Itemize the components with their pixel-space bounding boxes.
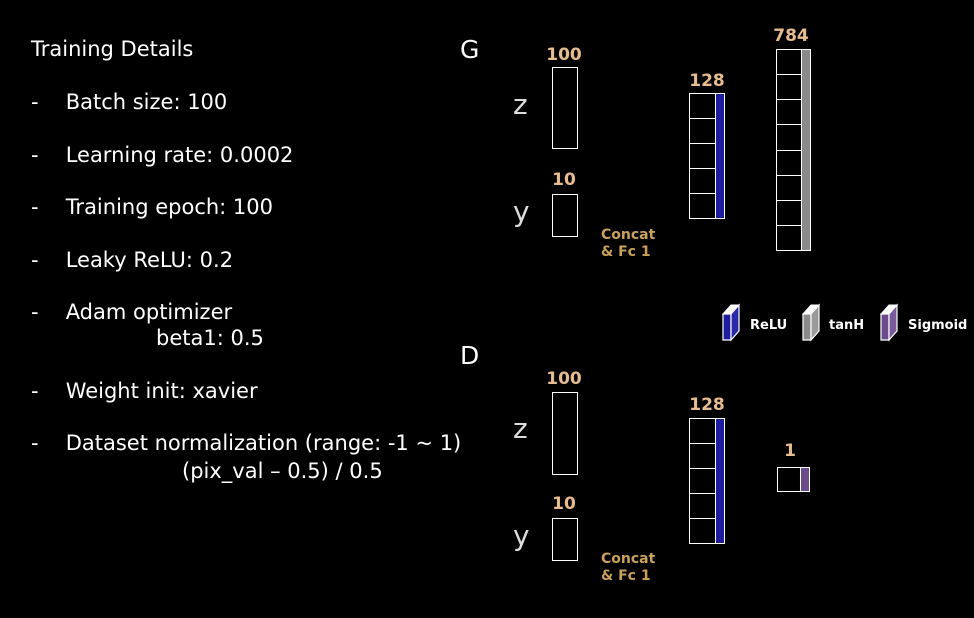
generator-label: G [460,35,480,64]
detail-text: Learning rate: 0.0002 [65,143,294,167]
gen-hidden-layer [689,93,725,219]
discriminator-label: D [460,341,480,370]
disc-concat-line2: & Fc 1 [601,568,651,584]
gen-y-vector [552,194,578,237]
gen-output-size: 784 [773,26,809,46]
detail-item: - Learning rate: 0.0002 [31,143,293,167]
relu-activation [715,419,724,543]
sigmoid-activation [800,468,809,491]
detail-text: Weight init: xavier [65,379,258,403]
tanh-legend-icon [801,303,821,342]
sigmoid-legend-label: Sigmoid [908,318,968,333]
detail-text: Training epoch: 100 [65,195,274,219]
bullet-dash: - [31,143,39,167]
gen-concat-label: Concat & Fc 1 [601,227,655,261]
detail-item: - Adam optimizer [31,300,232,324]
sigmoid-legend-icon [879,303,899,342]
detail-item: - Leaky ReLU: 0.2 [31,248,233,272]
disc-output-layer [777,467,810,492]
disc-z-vector [552,392,578,475]
relu-activation [715,94,724,218]
gen-z-size: 100 [546,45,582,65]
tanh-activation [801,50,810,250]
bullet-dash: - [31,248,39,272]
gen-concat-line2: & Fc 1 [601,244,651,260]
relu-legend-label: ReLU [750,318,788,333]
detail-text: Leaky ReLU: 0.2 [65,248,234,272]
gen-concat-line1: Concat [601,227,656,243]
disc-hidden-layer [689,418,725,544]
disc-output-size: 1 [784,441,796,461]
gen-z-label: z [513,88,528,121]
gen-z-vector [552,67,578,149]
gen-y-label: y [513,195,530,228]
disc-y-vector [552,518,578,561]
detail-item: - Training epoch: 100 [31,195,273,219]
detail-text: Adam optimizer [65,300,233,324]
bullet-dash: - [31,431,39,455]
detail-item: - Batch size: 100 [31,90,227,114]
detail-item: - Weight init: xavier [31,379,258,403]
relu-legend-icon [721,303,741,342]
detail-text: Dataset normalization (range: -1 ~ 1) [65,431,462,455]
disc-concat-label: Concat & Fc 1 [601,551,655,585]
disc-y-size: 10 [552,494,576,514]
bullet-dash: - [31,90,39,114]
gen-output-layer [776,49,811,251]
bullet-dash: - [31,379,39,403]
disc-hidden-size: 128 [689,395,725,415]
disc-concat-line1: Concat [601,551,656,567]
disc-y-label: y [513,519,530,552]
disc-z-label: z [513,412,528,445]
detail-subtext: (pix_val – 0.5) / 0.5 [182,459,383,483]
detail-text: Batch size: 100 [65,90,228,114]
bullet-dash: - [31,300,39,324]
detail-subtext: beta1: 0.5 [156,326,264,350]
disc-z-size: 100 [546,369,582,389]
gen-hidden-size: 128 [689,71,725,91]
detail-item: - Dataset normalization (range: -1 ~ 1) [31,431,461,455]
tanh-legend-label: tanH [829,318,865,333]
gen-y-size: 10 [552,170,576,190]
bullet-dash: - [31,195,39,219]
details-title: Training Details [31,37,194,61]
